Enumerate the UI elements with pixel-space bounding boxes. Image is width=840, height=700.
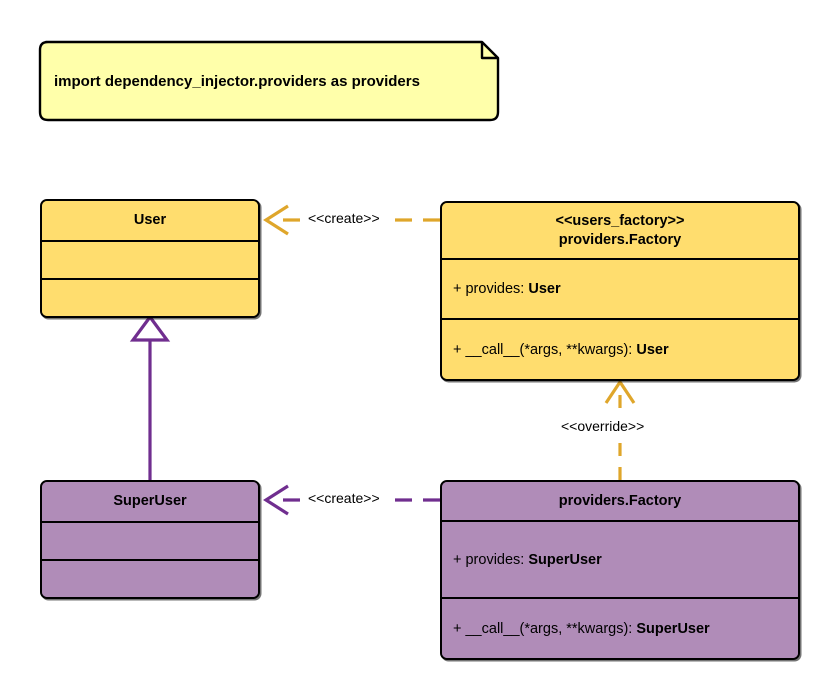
edge-label-create-superuser: <<create>>: [304, 490, 384, 506]
class-users-factory-stereotype: <<users_factory>>: [555, 213, 685, 230]
attribute-provides: + provides: User: [453, 281, 561, 297]
class-user[interactable]: User: [40, 199, 260, 318]
class-superusers-factory-attributes-compartment: + provides: SuperUser: [442, 522, 798, 599]
class-user-title-compartment: User: [42, 201, 258, 242]
class-users-factory[interactable]: <<users_factory>> providers.Factory + pr…: [440, 201, 800, 381]
class-superusers-factory-methods-compartment: + __call__(*args, **kwargs): SuperUser: [442, 599, 798, 658]
class-superuser-title-compartment: SuperUser: [42, 482, 258, 523]
class-users-factory-name: providers.Factory: [558, 231, 682, 248]
note-import: import dependency_injector.providers as …: [38, 40, 500, 122]
class-users-factory-attributes-compartment: + provides: User: [442, 260, 798, 320]
class-superuser-methods-compartment: [42, 561, 258, 597]
edge-label-create-user: <<create>>: [304, 210, 384, 226]
attribute-provides: + provides: SuperUser: [453, 551, 602, 568]
class-superuser-name: SuperUser: [113, 493, 187, 510]
edge-label-override: <<override>>: [557, 418, 649, 434]
class-user-methods-compartment: [42, 280, 258, 316]
class-superuser-attributes-compartment: [42, 523, 258, 561]
edge-inheritance: [129, 314, 171, 480]
class-superuser[interactable]: SuperUser: [40, 480, 260, 599]
class-user-attributes-compartment: [42, 242, 258, 280]
class-users-factory-title-compartment: <<users_factory>> providers.Factory: [442, 203, 798, 260]
note-shape: [38, 40, 500, 122]
method-call: + __call__(*args, **kwargs): SuperUser: [453, 620, 710, 637]
method-call: + __call__(*args, **kwargs): User: [453, 341, 669, 358]
class-user-name: User: [133, 212, 167, 229]
note-text: import dependency_injector.providers as …: [54, 72, 420, 90]
class-users-factory-methods-compartment: + __call__(*args, **kwargs): User: [442, 320, 798, 379]
class-superusers-factory[interactable]: providers.Factory + provides: SuperUser …: [440, 480, 800, 660]
class-superusers-factory-title-compartment: providers.Factory: [442, 482, 798, 522]
class-superusers-factory-name: providers.Factory: [558, 492, 682, 509]
